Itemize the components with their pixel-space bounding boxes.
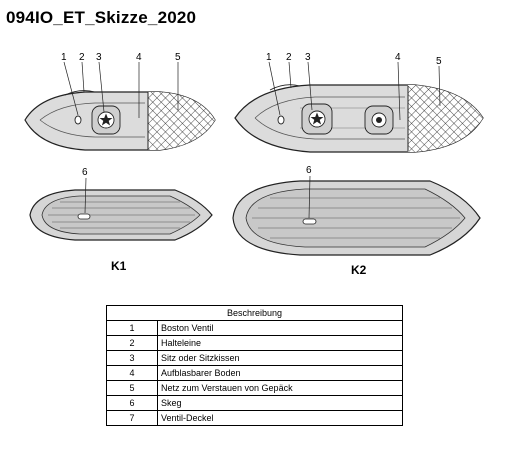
k2-top-view: 1 2 3 4 5 [234,52,484,153]
row-number: 5 [106,380,158,396]
k1-skeg [77,213,91,220]
row-number: 7 [106,410,158,426]
k2-callout-6: 6 [306,165,312,176]
k1-callout-3: 3 [96,52,102,63]
table-header: Beschreibung [106,305,403,321]
row-number: 4 [106,365,158,381]
table-row: 6 Skeg [106,395,403,411]
k1-bottom-view: 6 K1 [29,167,213,273]
table-header-row: Beschreibung [106,305,403,321]
row-number: 6 [106,395,158,411]
k2-front-seat [301,103,333,135]
k2-callout-4: 4 [395,52,401,63]
row-number: 2 [106,335,158,351]
table-row: 1 Boston Ventil [106,320,403,336]
k1-seat [91,105,121,135]
k2-callout-2: 2 [286,52,292,63]
row-number: 1 [106,320,158,336]
k1-boston-valve [74,115,82,125]
k2-callout-5: 5 [436,56,442,67]
row-description: Halteleine [157,335,403,351]
k2-callout-3: 3 [305,52,311,63]
k2-skeg [302,218,317,225]
k2-rear-seat [364,105,394,135]
k2-bottom-view: 6 K2 [232,165,481,277]
row-description: Netz zum Verstauen von Gepäck [157,380,403,396]
k1-callout-2: 2 [79,52,85,63]
k1-top-view: 1 2 3 4 5 [24,52,216,151]
kayak-diagram: 1 2 3 4 5 6 K1 [24,52,484,277]
table-row: 4 Aufblasbarer Boden [106,365,403,381]
k2-label: K2 [351,263,367,277]
row-description: Boston Ventil [157,320,403,336]
row-description: Sitz oder Sitzkissen [157,350,403,366]
k1-callout-5: 5 [175,52,181,63]
table-row: 3 Sitz oder Sitzkissen [106,350,403,366]
table-row: 7 Ventil-Deckel [106,410,403,426]
row-number: 3 [106,350,158,366]
k1-callout-6: 6 [82,167,88,178]
k1-callout-1: 1 [61,52,67,63]
k2-grab-line [269,84,301,91]
k1-grab-line [64,90,96,96]
table-row: 2 Halteleine [106,335,403,351]
row-description: Skeg [157,395,403,411]
k2-callout-1: 1 [266,52,272,63]
row-description: Aufblasbarer Boden [157,365,403,381]
k2-boston-valve [277,115,285,125]
description-table: Beschreibung 1 Boston Ventil 2 Haltelein… [106,305,403,426]
k1-callout-4: 4 [136,52,142,63]
table-row: 5 Netz zum Verstauen von Gepäck [106,380,403,396]
k1-label: K1 [111,259,127,273]
row-description: Ventil-Deckel [157,410,403,426]
page-title: 094IO_ET_Skizze_2020 [6,8,197,27]
